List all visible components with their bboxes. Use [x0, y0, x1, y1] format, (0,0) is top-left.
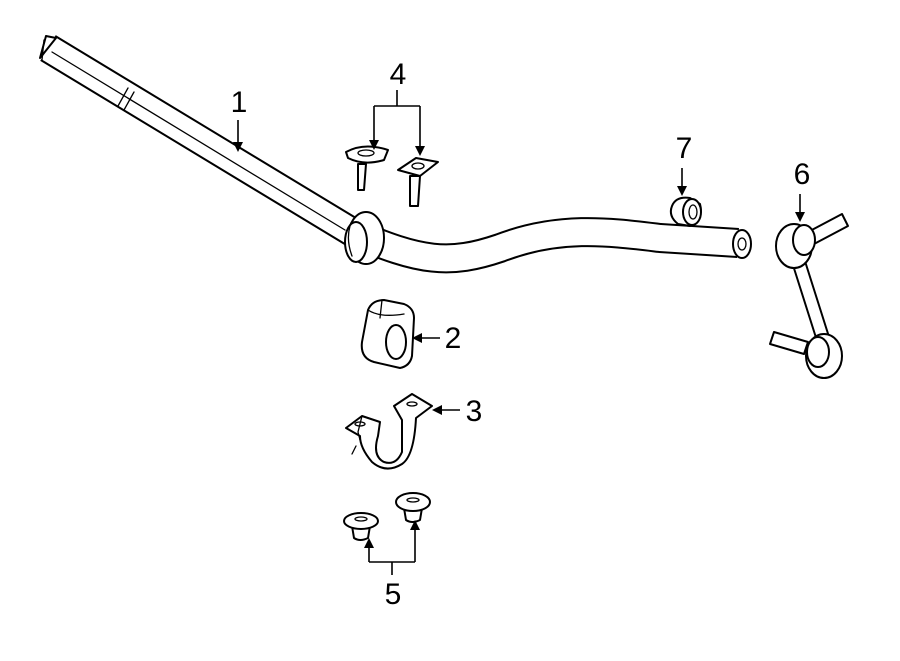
- callout-1: 1: [231, 86, 248, 119]
- callout-2: 2: [445, 322, 462, 355]
- nut-left: [343, 512, 379, 541]
- callout-7: 7: [676, 132, 693, 165]
- clamp-bracket: [345, 393, 433, 470]
- end-bushing: [669, 196, 702, 227]
- bolts: [345, 145, 439, 207]
- bolt-right: [397, 157, 439, 207]
- callout-4: 4: [390, 58, 407, 91]
- nut-right: [395, 492, 431, 523]
- leader-lines: [233, 90, 805, 575]
- nuts: [343, 492, 431, 541]
- mounted-bushing: [344, 211, 385, 265]
- stabilizer-link: [769, 213, 849, 379]
- bolt-left: [345, 145, 389, 191]
- callout-5: 5: [385, 578, 402, 611]
- stabilizer-bar: [39, 35, 752, 274]
- bushing: [360, 299, 415, 369]
- callout-3: 3: [466, 395, 483, 428]
- callout-6: 6: [794, 158, 811, 191]
